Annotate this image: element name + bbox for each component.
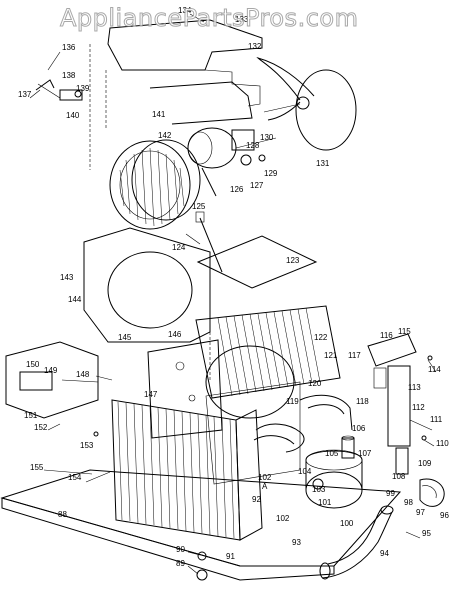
label-126: 126 bbox=[230, 185, 244, 194]
label-113: 113 bbox=[408, 383, 421, 392]
label-102a: 102 bbox=[258, 473, 272, 482]
label-105: 105 bbox=[325, 449, 339, 458]
label-152: 152 bbox=[34, 423, 48, 432]
label-120: 120 bbox=[308, 379, 322, 388]
label-147: 147 bbox=[144, 390, 158, 399]
cabinet-base-88 bbox=[0, 469, 402, 581]
label-119: 119 bbox=[286, 397, 299, 406]
label-141: 141 bbox=[152, 110, 166, 119]
label-91: 91 bbox=[226, 552, 235, 561]
label-121: 121 bbox=[324, 351, 338, 360]
label-95: 95 bbox=[422, 529, 431, 538]
label-94: 94 bbox=[380, 549, 389, 558]
label-151: 151 bbox=[24, 411, 38, 420]
label-115: 115 bbox=[398, 327, 411, 336]
switch-parts-137-140 bbox=[35, 79, 83, 101]
partition-146 bbox=[147, 339, 223, 439]
label-131: 131 bbox=[316, 159, 330, 168]
label-98: 98 bbox=[404, 498, 413, 507]
fan-blade-131 bbox=[256, 57, 357, 151]
top-panel-132 bbox=[89, 19, 263, 170]
refrigerant-tubing bbox=[253, 394, 353, 453]
label-100: 100 bbox=[340, 519, 354, 528]
label-93: 93 bbox=[292, 538, 301, 547]
label-146: 146 bbox=[168, 330, 182, 339]
label-137: 137 bbox=[18, 90, 32, 99]
label-118: 118 bbox=[356, 397, 369, 406]
label-132: 132 bbox=[248, 42, 262, 51]
rod-125 bbox=[195, 211, 223, 273]
control-box-115 bbox=[367, 333, 433, 475]
label-128: 128 bbox=[246, 141, 260, 150]
label-102: 102 bbox=[276, 514, 290, 523]
fan-motor bbox=[187, 127, 277, 197]
label-124: 124 bbox=[172, 243, 186, 252]
label-153: 153 bbox=[80, 441, 94, 450]
capacitor-105 bbox=[341, 435, 355, 459]
label-92: 92 bbox=[252, 495, 261, 504]
label-150: 150 bbox=[26, 360, 40, 369]
watermark: AppliancePartsPros.com bbox=[59, 4, 359, 33]
label-145: 145 bbox=[118, 333, 132, 342]
label-127: 127 bbox=[250, 181, 264, 190]
label-104: 104 bbox=[298, 467, 312, 476]
compressor-100 bbox=[305, 449, 363, 509]
label-107: 107 bbox=[358, 449, 372, 458]
label-97: 97 bbox=[416, 508, 425, 517]
label-155: 155 bbox=[30, 463, 44, 472]
label-144: 144 bbox=[68, 295, 82, 304]
label-136: 136 bbox=[62, 43, 76, 52]
label-101: 101 bbox=[318, 498, 332, 507]
label-96: 96 bbox=[440, 511, 449, 520]
label-149: 149 bbox=[44, 366, 58, 375]
cord-clip-96 bbox=[419, 478, 445, 507]
label-139: 139 bbox=[76, 84, 90, 93]
label-88: 88 bbox=[58, 510, 67, 519]
label-138: 138 bbox=[62, 71, 76, 80]
label-109: 109 bbox=[418, 459, 432, 468]
blower-housing-145 bbox=[83, 227, 211, 380]
blower-wheel-142 bbox=[109, 139, 201, 230]
label-122: 122 bbox=[314, 333, 328, 342]
label-133: 133 bbox=[235, 15, 249, 24]
label-130: 130 bbox=[260, 133, 274, 142]
label-134: 134 bbox=[178, 6, 192, 15]
label-117: 117 bbox=[348, 351, 361, 360]
label-102a-suffix: A bbox=[262, 482, 268, 491]
bracket-141 bbox=[149, 81, 253, 125]
label-125: 125 bbox=[192, 202, 206, 211]
label-103: 103 bbox=[312, 485, 326, 494]
label-111: 111 bbox=[430, 415, 443, 424]
label-148: 148 bbox=[76, 370, 90, 379]
evaporator-coil-147 bbox=[111, 399, 263, 541]
condenser-shroud bbox=[205, 345, 301, 485]
label-143: 143 bbox=[60, 273, 74, 282]
label-140: 140 bbox=[66, 111, 80, 120]
label-90: 90 bbox=[176, 545, 185, 554]
label-106: 106 bbox=[352, 424, 366, 433]
label-123: 123 bbox=[286, 256, 300, 265]
condenser-coil-122 bbox=[195, 305, 341, 399]
label-129: 129 bbox=[264, 169, 278, 178]
label-89: 89 bbox=[176, 559, 185, 568]
part-labels: 134 133 132 136 138 139 137 140 141 142 … bbox=[18, 6, 449, 568]
label-108: 108 bbox=[392, 472, 406, 481]
label-142: 142 bbox=[158, 131, 172, 140]
label-154: 154 bbox=[68, 473, 82, 482]
leader-lines bbox=[29, 13, 437, 575]
grille-panel-149 bbox=[5, 341, 99, 419]
label-110: 110 bbox=[436, 439, 449, 448]
label-116: 116 bbox=[380, 331, 393, 340]
label-99: 99 bbox=[386, 489, 395, 498]
cover-panel-123 bbox=[196, 235, 318, 289]
label-112: 112 bbox=[412, 403, 425, 412]
drain-hose-94 bbox=[319, 505, 394, 580]
